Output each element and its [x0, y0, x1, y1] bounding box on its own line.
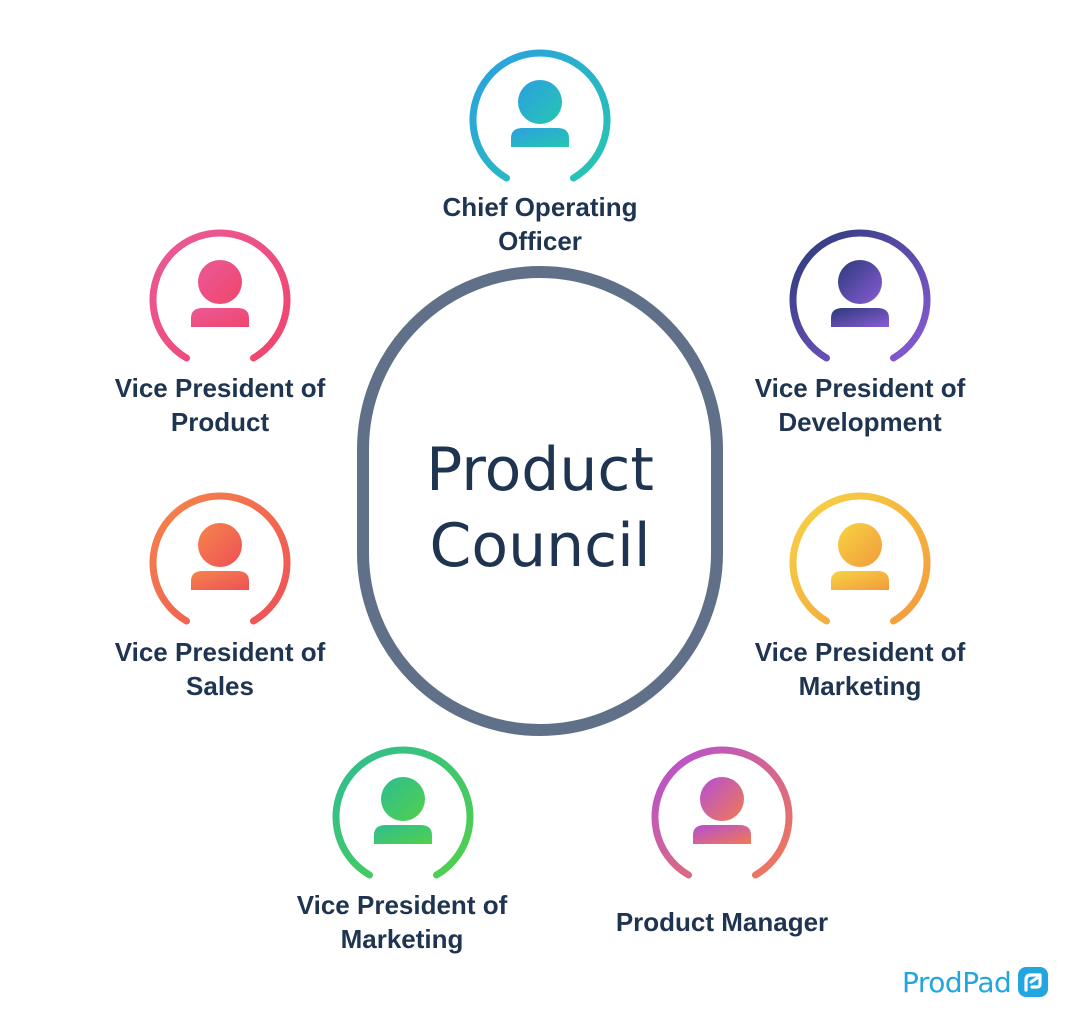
person-icon-vp-development	[789, 229, 931, 362]
person-icon-vp-sales	[149, 492, 291, 625]
person-head	[198, 260, 242, 304]
person-icon-product-manager	[651, 746, 793, 879]
person-body	[831, 571, 889, 590]
prodpad-logo-icon	[1018, 967, 1049, 997]
role-label-chief-operating-officer: Chief Operating Officer	[380, 190, 700, 258]
role-label-line1: Vice President of	[114, 637, 326, 667]
person-icon-coo	[469, 49, 611, 182]
role-ring	[789, 229, 931, 362]
person-icon-vp-product	[149, 229, 291, 362]
council-ring	[357, 266, 723, 736]
role-label-line2: Sales	[186, 671, 254, 701]
role-label-product-manager: Product Manager	[562, 905, 882, 939]
person-head	[838, 523, 882, 567]
role-label-line1: Chief Operating	[442, 192, 638, 222]
role-label-vp-sales: Vice President of Sales	[60, 635, 380, 703]
role-ring	[149, 492, 291, 625]
role-label-line1: Vice President of	[114, 373, 326, 403]
role-label-vp-product: Vice President of Product	[60, 371, 380, 439]
person-head	[198, 523, 242, 567]
person-head	[838, 260, 882, 304]
role-ring	[651, 746, 793, 879]
person-body	[191, 571, 249, 590]
person-body	[831, 308, 889, 327]
role-ring	[149, 229, 291, 362]
council-title: Product Council	[380, 432, 700, 584]
person-head	[700, 777, 744, 821]
role-label-vp-marketing-bottom: Vice President of Marketing	[242, 888, 562, 956]
person-body	[374, 825, 432, 844]
role-label-vp-marketing-right: Vice President of Marketing	[700, 635, 1020, 703]
role-ring	[789, 492, 931, 625]
role-label-line2: Development	[778, 407, 942, 437]
role-label-line2: Marketing	[340, 924, 464, 954]
role-label-line1: Vice President of	[296, 890, 508, 920]
prodpad-logo: ProdPad	[902, 965, 1049, 999]
role-label-line2: Marketing	[798, 671, 922, 701]
person-body	[693, 825, 751, 844]
person-head	[518, 80, 562, 124]
role-label-line1: Vice President of	[754, 637, 966, 667]
role-label-line2: Officer	[498, 226, 582, 256]
council-title-line1: Product	[426, 435, 654, 505]
role-label-line1: Product Manager	[615, 907, 829, 937]
logo-text: ProdPad	[902, 965, 1012, 999]
role-label-line1: Vice President of	[754, 373, 966, 403]
person-icon-vp-marketing-bottom	[332, 746, 474, 879]
person-body	[191, 308, 249, 327]
role-label-vp-development: Vice President of Development	[700, 371, 1020, 439]
role-ring	[469, 49, 611, 182]
person-head	[381, 777, 425, 821]
role-ring	[332, 746, 474, 879]
person-icon-vp-marketing-right	[789, 492, 931, 625]
council-title-line2: Council	[429, 511, 651, 581]
role-label-line2: Product	[170, 407, 270, 437]
person-body	[511, 128, 569, 147]
